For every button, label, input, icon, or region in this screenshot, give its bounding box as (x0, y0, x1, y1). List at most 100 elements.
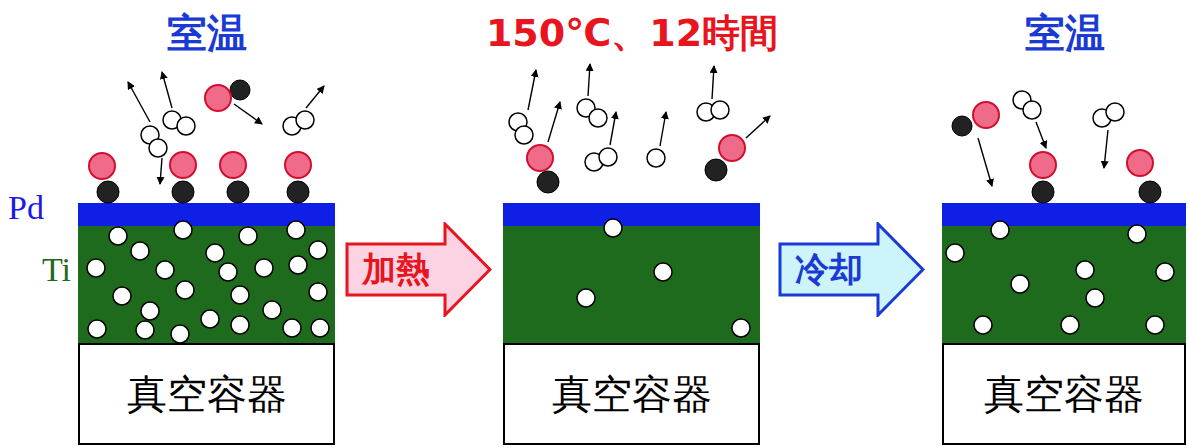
vacuum-chamber-box: 真空容器 (78, 343, 335, 445)
hydrogen-atom (1061, 316, 1079, 334)
chamber-label: 真空容器 (552, 367, 712, 422)
oxygen-atom (285, 152, 311, 178)
motion-arrow (162, 72, 172, 108)
hydrogen-atom (1146, 316, 1164, 334)
hydrogen-atom (113, 287, 131, 305)
hydrogen-atom (201, 310, 219, 328)
hydrogen-atom (174, 221, 192, 239)
hydrogen-atom (1106, 103, 1124, 121)
hydrogen-atom (239, 227, 257, 245)
hydrogen-atom (263, 301, 281, 319)
carbon-atom (537, 171, 559, 193)
hydrogen-atom (87, 259, 105, 277)
motion-arrow (610, 112, 616, 145)
hydrogen-atom (647, 149, 665, 167)
motion-arrow (588, 64, 590, 96)
motion-arrow (128, 82, 150, 122)
hydrogen-atoms (87, 219, 1174, 343)
hydrogen-atom (231, 286, 249, 304)
hydrogen-atom (156, 261, 174, 279)
motion-arrow (660, 112, 666, 146)
carbon-atom (97, 181, 119, 203)
layer-label: Ti (42, 250, 71, 289)
hydrogen-atom (604, 219, 622, 237)
hydrogen-atom (177, 117, 195, 135)
oxygen-atom (220, 152, 246, 178)
carbon-atom (952, 116, 972, 136)
adsorbed-molecules (89, 135, 1161, 203)
condition-heading: 室温 (1025, 10, 1105, 56)
motion-arrow (712, 66, 714, 99)
hydrogen-atom (732, 319, 750, 337)
motion-arrow (1104, 130, 1108, 168)
carbon-atom (230, 80, 250, 100)
ti-layer (503, 226, 760, 344)
hydrogen-atom (171, 325, 189, 343)
hydrogen-atom (1128, 225, 1146, 243)
gas-molecules (128, 64, 1124, 186)
motion-arrow (746, 116, 770, 138)
hydrogen-atom (599, 148, 617, 166)
process-label: 加熱 (362, 247, 430, 293)
hydrogen-atom (515, 126, 533, 144)
hydrogen-atom (176, 281, 194, 299)
hydrogen-atom (1086, 289, 1104, 307)
oxygen-atom (1127, 150, 1153, 176)
hydrogen-atom (289, 256, 307, 274)
oxygen-atom (527, 145, 553, 171)
condition-heading: 室温 (167, 10, 247, 56)
hydrogen-atom (231, 316, 249, 334)
hydrogen-atom (654, 263, 672, 281)
hydrogen-atom (991, 221, 1009, 239)
vacuum-chamber-box: 真空容器 (503, 343, 760, 445)
carbon-atom (705, 159, 727, 181)
chamber-label: 真空容器 (127, 367, 287, 422)
hydrogen-atom (1023, 101, 1041, 119)
process-arrow: 加熱 (345, 222, 492, 317)
hydrogen-atom (309, 283, 327, 301)
motion-arrow (528, 70, 536, 110)
metal-layers (78, 203, 1186, 344)
hydrogen-atom (1156, 263, 1174, 281)
motion-arrow (160, 158, 162, 184)
pd-layer (942, 203, 1186, 226)
hydrogen-atom (149, 139, 167, 157)
process-label: 冷却 (795, 247, 863, 293)
arrow-outline (780, 224, 923, 315)
carbon-atom (172, 181, 194, 203)
hydrogen-atom (219, 263, 237, 281)
condition-heading: 150℃、12時間 (486, 12, 778, 56)
motion-arrow (306, 86, 324, 108)
hydrogen-atom (109, 227, 127, 245)
hydrogen-atom (311, 319, 329, 337)
hydrogen-atom (309, 241, 327, 259)
oxygen-atom (1030, 152, 1056, 178)
chamber-label: 真空容器 (984, 367, 1144, 422)
carbon-atom (287, 181, 309, 203)
oxygen-atom (973, 102, 999, 128)
oxygen-atom (719, 135, 745, 161)
pd-layer (503, 203, 760, 226)
hydrogen-atom (296, 111, 314, 129)
layer-label: Pd (8, 188, 44, 227)
arrow-outline (347, 224, 490, 315)
hydrogen-atom (136, 321, 154, 339)
hydrogen-atom (283, 319, 301, 337)
hydrogen-atom (1011, 275, 1029, 293)
motion-arrow (978, 138, 992, 186)
motion-arrow (1036, 122, 1046, 148)
hydrogen-atom (589, 109, 607, 127)
process-arrow: 冷却 (778, 222, 925, 317)
oxygen-atom (170, 152, 196, 178)
hydrogen-atom (255, 259, 273, 277)
motion-arrow (234, 104, 262, 124)
hydrogen-atom (974, 316, 992, 334)
carbon-atom (1139, 181, 1161, 203)
motion-arrow (548, 102, 560, 142)
ti-layer (78, 226, 335, 344)
hydrogen-atom (711, 101, 729, 119)
hydrogen-atom (577, 289, 595, 307)
hydrogen-atom (131, 242, 149, 260)
hydrogen-atom (206, 244, 224, 262)
